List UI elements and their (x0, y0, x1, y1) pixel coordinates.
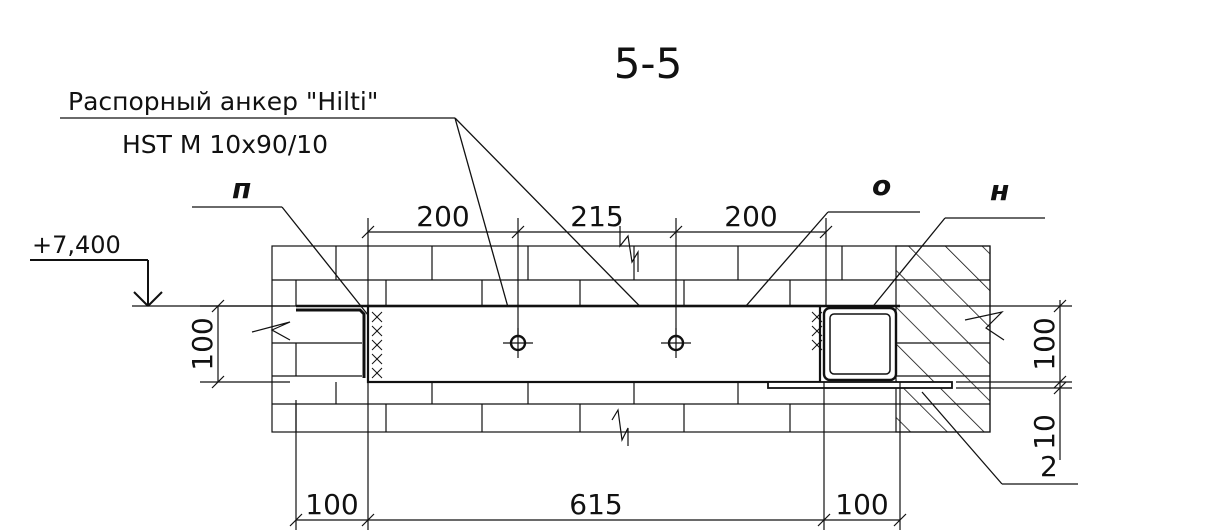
right-square-tube-inner (829, 313, 891, 375)
marker-o: о (872, 169, 891, 202)
masonry-wall (271, 245, 991, 433)
dim-left-height: 100 (186, 317, 219, 370)
dim-bottom-3: 100 (835, 488, 888, 521)
bottom-dimension-chain (289, 382, 907, 530)
dim-top-1: 200 (416, 200, 469, 233)
dim-top-2: 215 (570, 200, 623, 233)
dim-bottom-1: 100 (305, 488, 358, 521)
note-2-leader (921, 391, 1078, 485)
dim-top-3: 200 (724, 200, 777, 233)
dim-right-height: 100 (1028, 317, 1061, 370)
marker-p: п (232, 172, 251, 205)
left-weld-marks (371, 311, 383, 379)
left-height-dimension (200, 299, 290, 389)
right-height-dimension (900, 299, 1072, 460)
section-title: 5-5 (614, 39, 683, 88)
concrete-hatch (895, 245, 991, 433)
top-dimension-chain (361, 218, 833, 336)
right-weld-marks (811, 311, 823, 351)
marker-n: н (990, 174, 1009, 207)
anchor-callout-line2: HST M 10x90/10 (122, 130, 328, 159)
dim-right-gap: 10 (1028, 414, 1061, 450)
right-square-tube-outer (822, 306, 898, 382)
bottom-support-plate (767, 381, 953, 389)
anchor-callout-line1: Распорный анкер "Hilti" (68, 87, 378, 116)
note-2-label: 2 (1040, 450, 1058, 483)
elevation-label: +7,400 (32, 231, 121, 259)
break-lines (251, 226, 1005, 446)
lintel-plate (366, 304, 822, 384)
left-angle-support (296, 308, 366, 378)
dim-bottom-2: 615 (569, 488, 622, 521)
elevation-marker (30, 259, 296, 307)
